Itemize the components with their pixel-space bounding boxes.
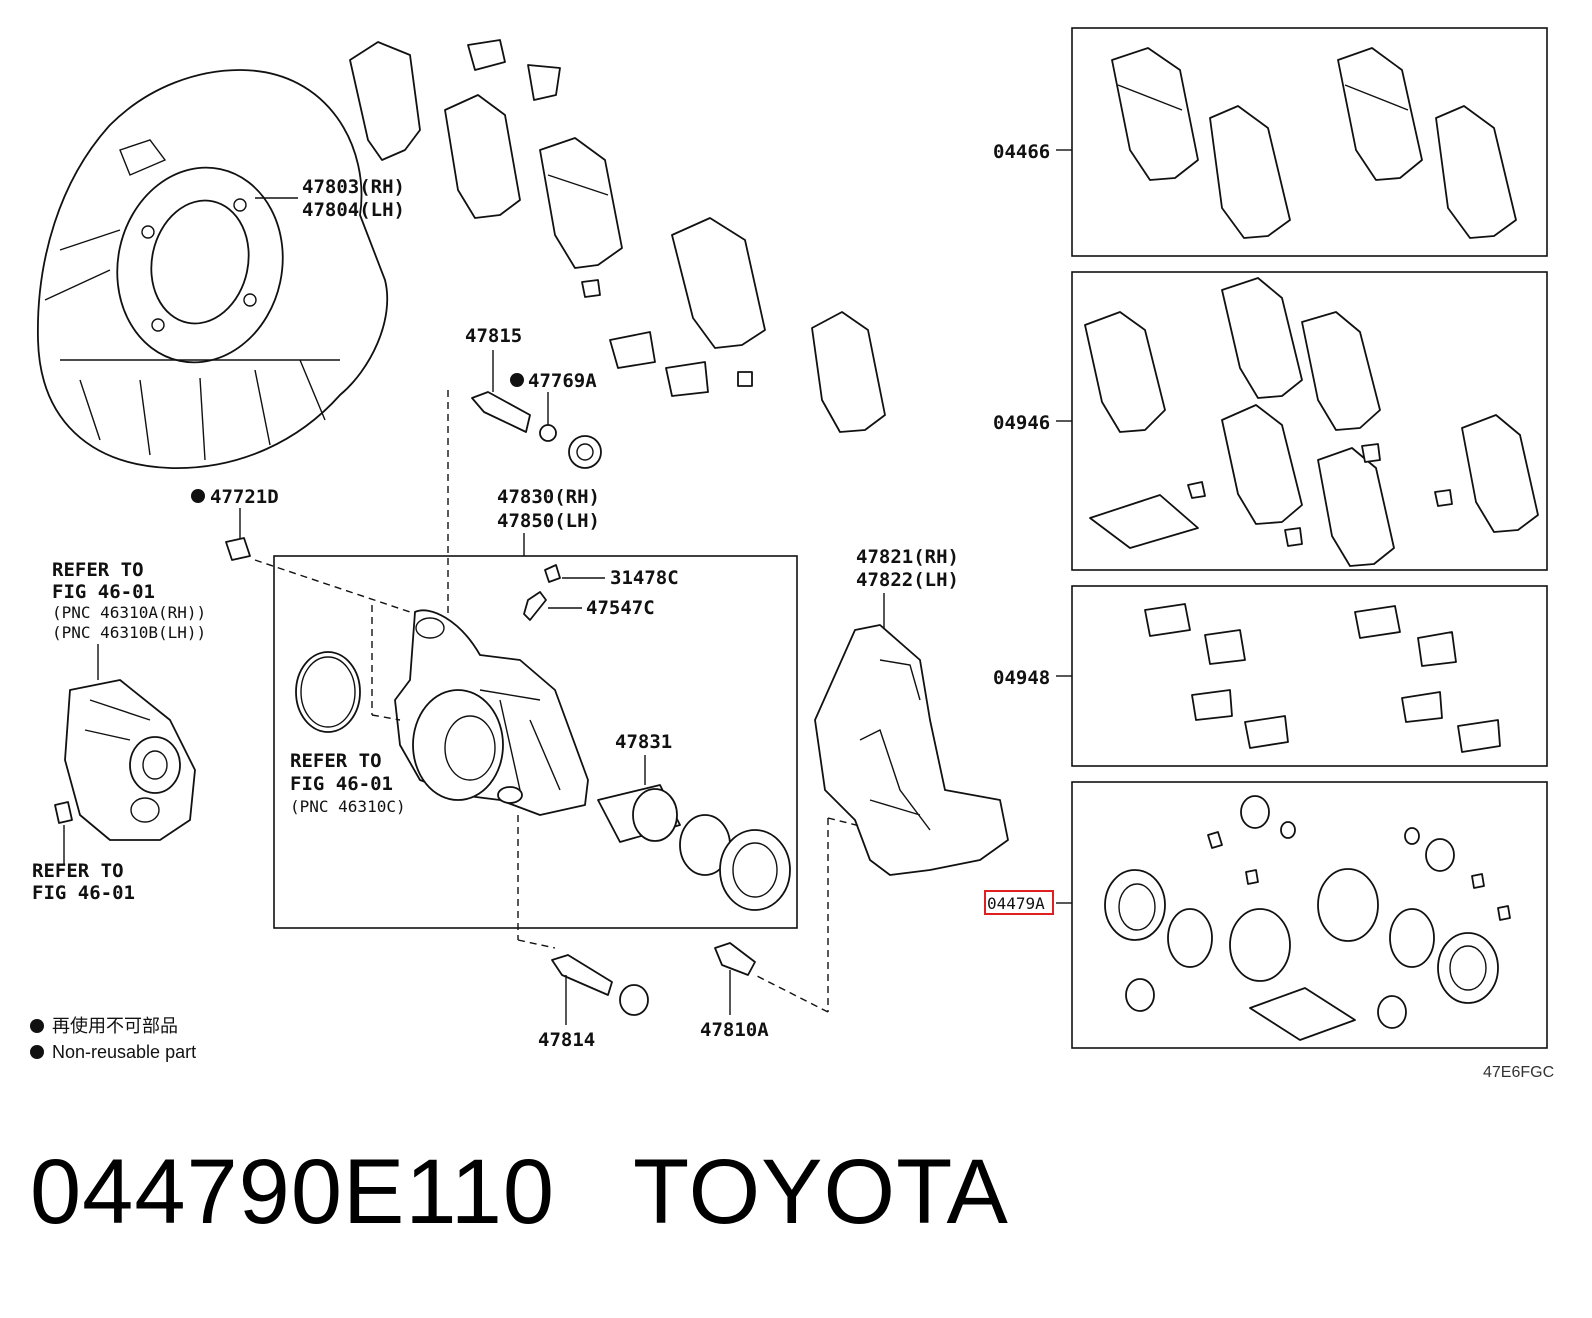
- figure-code: 47E6FGC: [1483, 1064, 1554, 1081]
- seal-ring-drawing: [295, 651, 361, 733]
- legend-dot-1: [30, 1019, 44, 1033]
- piston-drawing: [597, 784, 791, 911]
- motor-drawing: [64, 679, 196, 841]
- seal-ref-line1: REFER TO: [290, 750, 382, 772]
- cap-31478C-drawing: [544, 564, 561, 583]
- bleeder-47547C-label: 47547C: [586, 597, 655, 619]
- dust-cover-drawing: [37, 69, 389, 469]
- bolt-ref-line1: REFER TO: [32, 860, 124, 882]
- nonreusable-dot-47721D: [191, 489, 205, 503]
- pin-47814-label: 47814: [538, 1029, 595, 1051]
- bolt-47721D-drawing: [225, 537, 251, 561]
- legend-en: Non-reusable part: [52, 1042, 196, 1062]
- bolt-47810A-label: 47810A: [700, 1019, 769, 1041]
- kit-04946-label: 04946: [993, 412, 1050, 434]
- cap-31478C-label: 31478C: [610, 567, 679, 589]
- bolt-ref-line2: FIG 46-01: [32, 882, 135, 904]
- motor-bolt-drawing: [54, 801, 73, 824]
- caliper-label-lh: 47850(LH): [497, 510, 600, 532]
- mounting-drawing: [814, 624, 1009, 876]
- mounting-label-rh: 47821(RH): [856, 546, 959, 568]
- seal-ref-line3: (PNC 46310C): [290, 797, 406, 816]
- bolt-47815-drawing: [471, 391, 602, 469]
- kit-04948-label: 04948: [993, 667, 1050, 689]
- kit-04946-shims: [1084, 277, 1539, 567]
- bolt-47810A-drawing: [714, 942, 756, 976]
- motor-ref-line4: (PNC 46310B(LH)): [52, 623, 206, 642]
- seal-ref-line2: FIG 46-01: [290, 773, 393, 795]
- caliper-drawing: [394, 609, 589, 816]
- kit-04479A-frame: [1071, 781, 1548, 1049]
- caliper-label-rh: 47830(RH): [497, 486, 600, 508]
- caliper-assembly-frame: [273, 555, 798, 929]
- bolt-47721D-label: 47721D: [210, 486, 279, 508]
- legend-dot-2: [30, 1045, 44, 1059]
- part-number-caption: 044790E110 TOYOTA: [30, 1141, 1009, 1243]
- pin-47814-drawing: [551, 954, 649, 1016]
- bolt-47815-label: 47815: [465, 325, 522, 347]
- kit-04466-label: 04466: [993, 141, 1050, 163]
- bushing-47769A-label: 47769A: [528, 370, 597, 392]
- motor-ref-line3: (PNC 46310A(RH)): [52, 603, 206, 622]
- nonreusable-dot-47769A: [510, 373, 524, 387]
- piston-47831-label: 47831: [615, 731, 672, 753]
- kit-04479A-seals: [1104, 795, 1511, 1041]
- pad-shim-drawings: [349, 39, 886, 433]
- motor-ref-line2: FIG 46-01: [52, 581, 155, 603]
- dust-cover-label-rh: 47803(RH): [302, 176, 405, 198]
- legend-jp: 再使用不可部品: [52, 1016, 178, 1036]
- kit-04948-clips: [1144, 603, 1501, 753]
- bleeder-47547C-drawing: [523, 591, 547, 621]
- kit-04479A-highlight: [984, 890, 1054, 915]
- dust-cover-label-lh: 47804(LH): [302, 199, 405, 221]
- kit-04466-pads: [1111, 47, 1517, 239]
- kit-04466-frame: [1071, 27, 1548, 257]
- kit-04479A-label: 04479A: [987, 894, 1045, 913]
- mounting-label-lh: 47822(LH): [856, 569, 959, 591]
- motor-ref-line1: REFER TO: [52, 559, 144, 581]
